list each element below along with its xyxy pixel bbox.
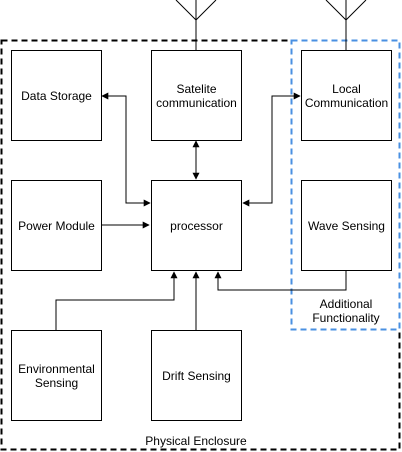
local-communication-node: Local Communication [301,50,392,141]
additional-label-line2: Functionality [312,311,380,325]
edge-processor-local-communication [242,92,301,207]
satellite-label-line2: communication [156,95,237,110]
environmental-label-line2: Sensing [34,375,79,390]
edge-processor-data-storage [101,92,151,207]
edge-environmental-processor [55,271,178,330]
power-module-node: Power Module [11,180,102,271]
environmental-sensing-node: Environmental Sensing [11,330,102,421]
satellite-antenna-icon [175,0,217,50]
satellite-label-line1: Satelite [176,81,217,96]
satellite-communication-node: Satelite communication [151,50,242,141]
local-antenna-icon [325,0,367,50]
physical-enclosure-label: Physical Enclosure [145,434,247,448]
data-storage-node: Data Storage [11,50,102,141]
wave-sensing-node: Wave Sensing [301,180,392,271]
local-communication-label-line2: Communication [304,95,389,110]
wave-sensing-label: Wave Sensing [308,218,385,233]
local-communication-label-line1: Local [332,81,361,96]
processor-label: processor [170,218,223,233]
drift-sensing-label: Drift Sensing [162,368,231,383]
power-module-label: Power Module [18,218,95,233]
data-storage-label: Data Storage [21,88,92,103]
additional-functionality-label: Additional Functionality [292,297,400,325]
edge-wave-sensing-processor [214,271,347,291]
environmental-label-line1: Environmental [18,361,95,376]
processor-node: processor [151,180,242,271]
additional-label-line1: Additional [319,297,373,311]
drift-sensing-node: Drift Sensing [151,330,242,421]
